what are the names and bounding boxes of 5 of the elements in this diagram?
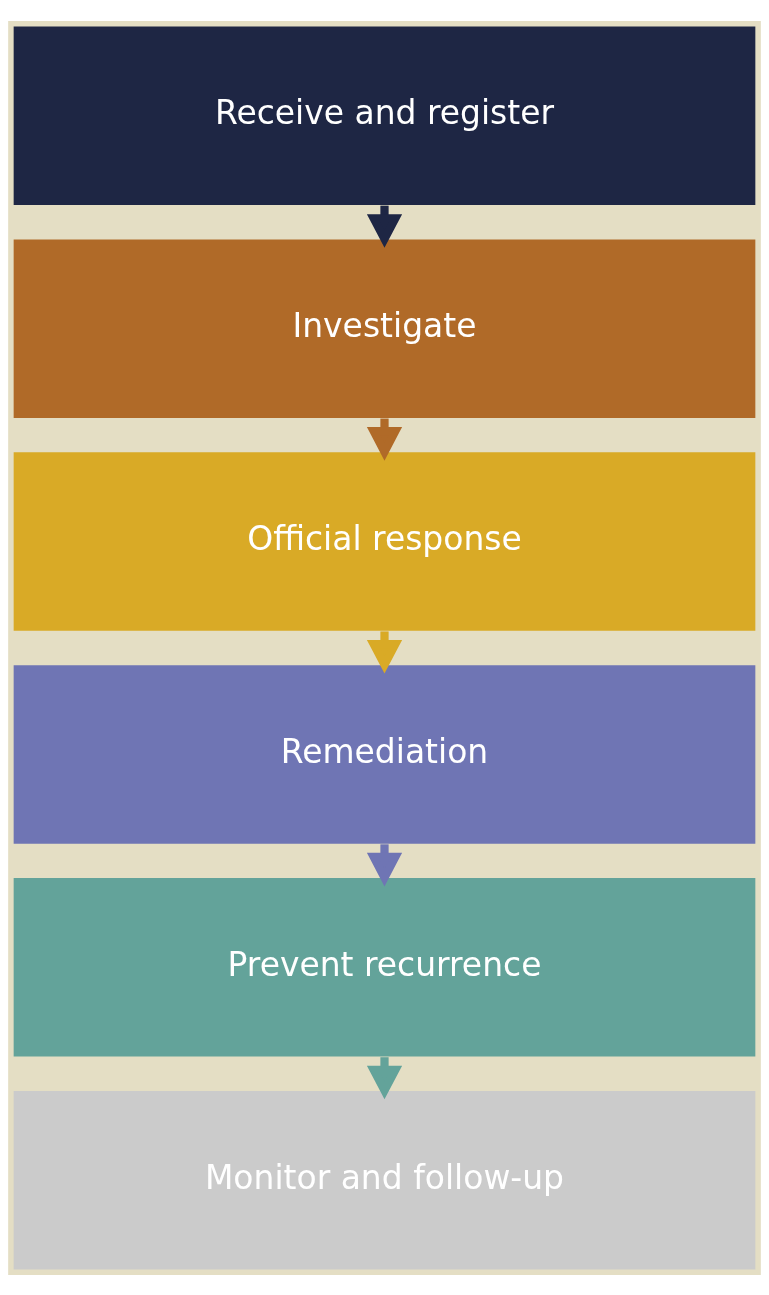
node-box: Receive and register	[13, 26, 756, 205]
node-box: Prevent recurrence	[13, 877, 756, 1057]
node-box: Official response	[13, 451, 756, 631]
node-box: Investigate	[13, 238, 756, 418]
node-box: Remediation	[13, 664, 756, 844]
